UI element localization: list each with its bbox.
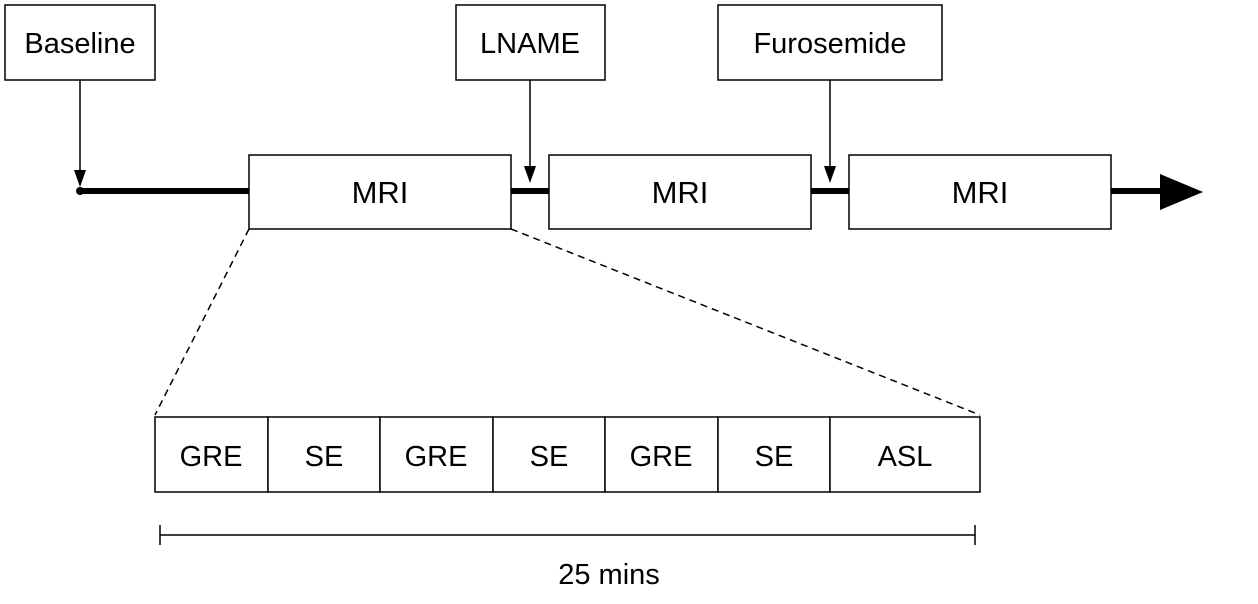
sequence-cell [604,416,719,493]
mri-block-3: MRI [848,154,1112,230]
duration-bracket [159,525,976,545]
sequence-cell-label: GRE [630,441,693,473]
sequence-cell-label: GRE [405,441,468,473]
event-baseline: Baseline [4,4,156,81]
mri-block-1: MRI [248,154,512,230]
sequence-cell-label: SE [530,441,569,473]
lname-arrowhead [524,166,536,183]
mri-block-3-label: MRI [952,175,1009,210]
event-lname-label: LNAME [480,28,580,60]
sequence-row: GRE SE GRE SE GRE SE ASL [154,416,981,493]
duration-label: 25 mins [558,559,660,591]
sequence-cell [829,416,981,493]
event-lname-box [455,4,606,81]
sequence-cell-label: SE [755,441,794,473]
sequence-cell [492,416,606,493]
zoom-line-right [510,228,981,416]
mri-block-1-label: MRI [352,175,409,210]
mri-block-2: MRI [548,154,812,230]
furosemide-arrowhead [824,166,836,183]
mri-block-2-label: MRI [652,175,709,210]
event-baseline-label: Baseline [24,28,135,60]
zoom-line-left [154,228,250,416]
sequence-cell-label: GRE [180,441,243,473]
sequence-cell-label: SE [305,441,344,473]
mri-block-1-box [248,154,512,230]
sequence-cell [717,416,831,493]
sequence-cell-label: ASL [878,441,933,473]
sequence-cell [379,416,494,493]
event-furosemide: Furosemide [717,4,943,81]
timeline-arrowhead [1160,174,1203,210]
event-lname: LNAME [455,4,606,81]
event-furosemide-label: Furosemide [753,28,906,60]
baseline-arrowhead [74,170,86,187]
timeline-start-dot [76,187,84,195]
event-arrows [79,80,831,172]
mri-block-3-box [848,154,1112,230]
mri-block-2-box [548,154,812,230]
